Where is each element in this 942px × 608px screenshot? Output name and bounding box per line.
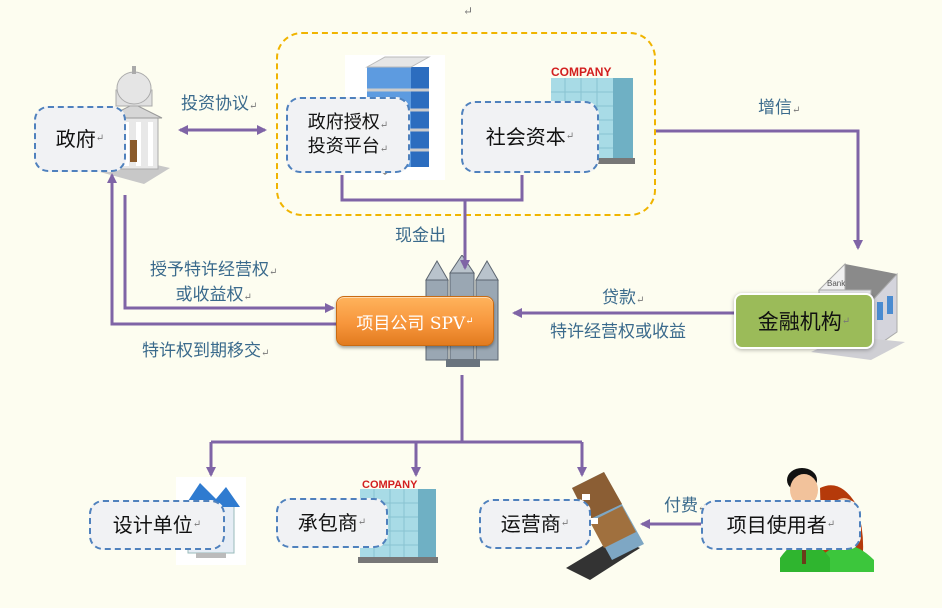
credit-enhancement-label: 增信↵ (758, 98, 801, 118)
operator-node[interactable]: 运营商↵ (479, 499, 591, 549)
loan-label: 贷款↵ (602, 288, 645, 308)
finance-node[interactable]: 金融机构↵ (734, 293, 874, 349)
government-label: 政府 (55, 126, 96, 151)
investment-agreement-label: 投资协议↵ (181, 94, 258, 114)
credit-enhancement-arrow (656, 129, 863, 250)
platform-label-line1: 政府授权 (307, 111, 380, 133)
paragraph-mark: ↵ (463, 4, 474, 18)
transfer-arrow (107, 173, 336, 326)
paragraph-mark: ↵ (465, 315, 474, 327)
building-icon (566, 472, 644, 580)
paragraph-mark: ↵ (95, 133, 105, 145)
government-node[interactable]: 政府↵ (34, 106, 126, 172)
cash-out-label: 现金出 (395, 226, 446, 246)
paragraph-mark: ↵ (357, 517, 367, 529)
company-sign: COMPANY (551, 65, 611, 79)
operator-label: 运营商 (500, 511, 561, 536)
franchise-income-label: 特许经营权或收益 (550, 322, 686, 342)
paragraph-mark: ↵ (565, 131, 575, 143)
paragraph-mark: ↵ (826, 519, 836, 531)
company-sign: COMPANY (362, 479, 418, 491)
spv-node[interactable]: 项目公司 SPV↵ (336, 296, 494, 346)
designer-node[interactable]: 设计单位↵ (89, 500, 225, 550)
users-label: 项目使用者 (726, 512, 827, 537)
paragraph-mark: ↵ (560, 518, 570, 530)
paragraph-mark: ↵ (379, 144, 389, 155)
paragraph-mark: ↵ (379, 119, 389, 131)
grant-franchise-label: 授予特许经营权↵ 或收益权↵ (150, 260, 278, 305)
bank-sign: Bank (827, 279, 846, 288)
contractor-node[interactable]: 承包商↵ (276, 498, 388, 548)
social-capital-label: 社会资本 (485, 124, 566, 149)
users-node[interactable]: 项目使用者↵ (701, 500, 861, 550)
spv-label: 项目公司 SPV (356, 313, 466, 334)
paragraph-mark: ↵ (841, 315, 851, 327)
grant-franchise-arrow (123, 195, 335, 313)
social-capital-node[interactable]: 社会资本↵ (461, 101, 599, 173)
platform-label-line2: 投资平台 (307, 136, 380, 157)
transfer-label: 特许权到期移交↵ (142, 341, 270, 361)
platform-node[interactable]: 政府授权↵ 投资平台↵ (286, 97, 410, 173)
designer-label: 设计单位 (112, 512, 193, 537)
paragraph-mark: ↵ (192, 519, 202, 531)
capital-merge-line (340, 175, 524, 202)
contractor-label: 承包商 (297, 510, 358, 535)
finance-label: 金融机构 (757, 310, 842, 334)
